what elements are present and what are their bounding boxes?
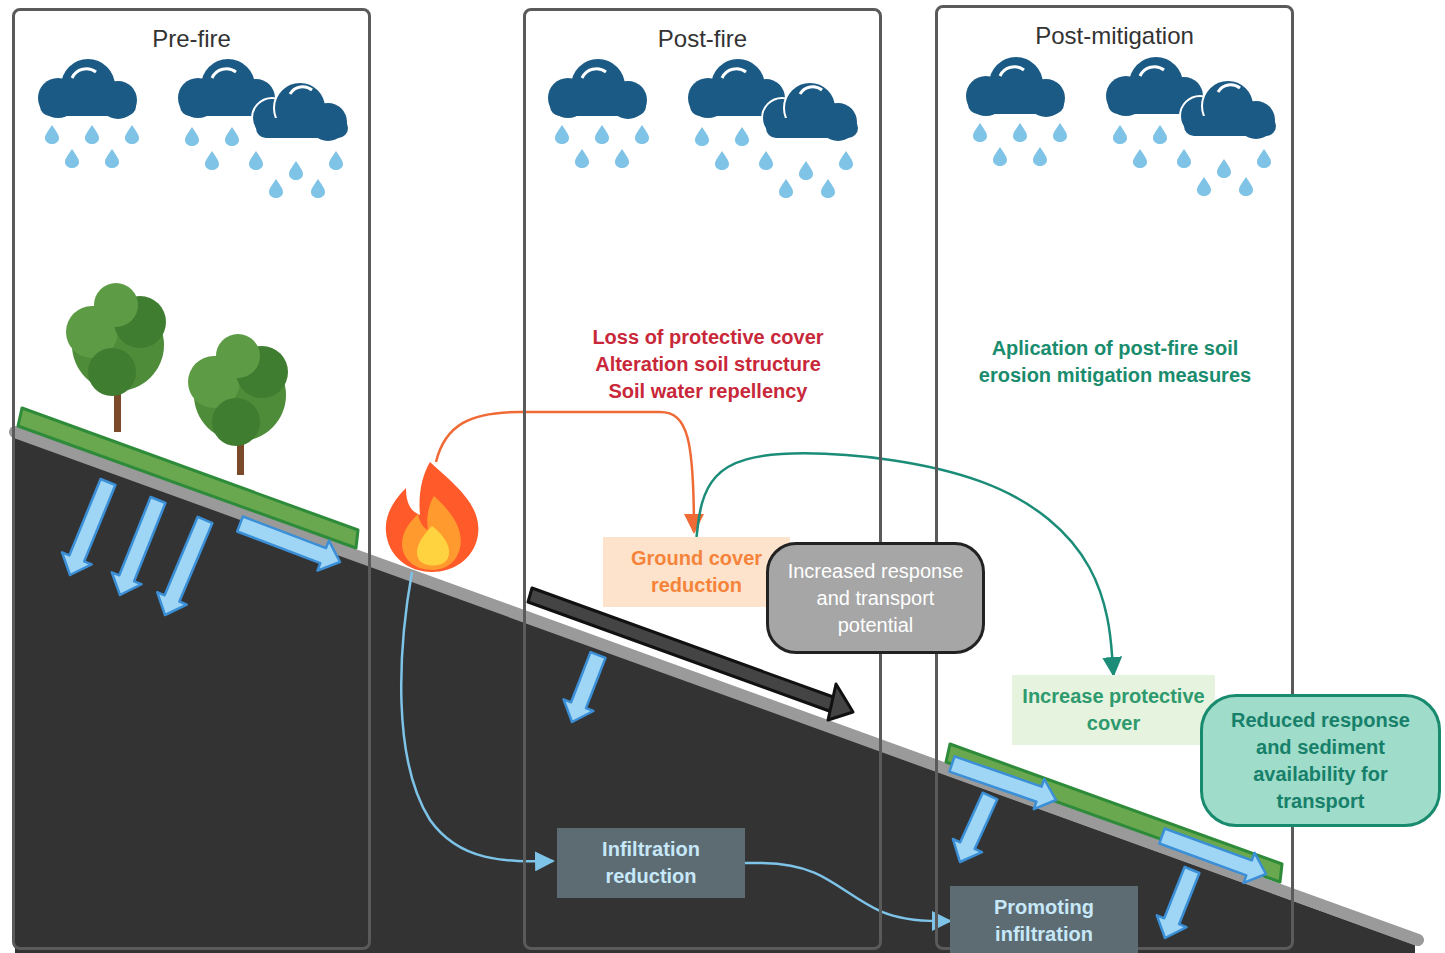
box-label: Promoting infiltration	[960, 894, 1128, 948]
water-arrow	[564, 652, 606, 722]
trees	[94, 283, 138, 327]
vegetation-strip	[18, 408, 358, 548]
clouds	[1106, 57, 1276, 196]
mitigation-note: Aplication of post-fire soil erosion mit…	[955, 335, 1275, 389]
clouds	[38, 59, 139, 168]
fire-icon	[402, 496, 461, 570]
effect-box: Ground cover reduction	[603, 537, 790, 607]
box-label: Increase protective cover	[1022, 683, 1205, 737]
water-arrow	[237, 517, 340, 571]
panel-heading: Pre-fire	[15, 25, 368, 53]
box-label: Reduced response and sediment availabili…	[1213, 707, 1428, 815]
clouds	[178, 59, 348, 198]
water-arrow	[157, 517, 212, 615]
panel-heading: Post-fire	[526, 25, 879, 53]
fire-icon	[386, 462, 479, 572]
ash-layer	[828, 684, 853, 720]
process-curves	[436, 412, 694, 532]
hillside	[15, 432, 1418, 940]
water-arrow	[953, 793, 997, 862]
clouds	[548, 59, 649, 168]
scene-panel: Pre-fire	[12, 8, 371, 950]
box-label: Infiltration reduction	[567, 836, 735, 890]
water-arrow	[1157, 867, 1200, 938]
water-arrow	[112, 497, 166, 595]
box-label: Increased response and transport potenti…	[779, 558, 972, 639]
trees	[88, 348, 136, 396]
hillside	[15, 432, 1418, 953]
box-label: Ground cover reduction	[613, 545, 780, 599]
vegetation-strip	[18, 408, 1282, 882]
effect-box: Increase protective cover	[1012, 675, 1215, 745]
scene-panel: Post-fireGround cover reductionInfiltrat…	[523, 8, 882, 950]
connector	[745, 863, 950, 921]
trees	[216, 334, 260, 378]
water-arrow	[62, 479, 115, 575]
outcome-box: Reduced response and sediment availabili…	[1200, 694, 1441, 827]
process-curves	[401, 572, 553, 861]
panel-heading: Post-mitigation	[938, 22, 1291, 50]
fire-icon	[386, 462, 479, 572]
water-arrow	[1159, 829, 1266, 883]
fire-icon	[417, 526, 449, 566]
water-flow-arrows	[62, 479, 1266, 938]
clouds	[688, 59, 858, 198]
trees	[212, 398, 260, 446]
clouds	[38, 57, 1276, 198]
effect-note: Alteration soil structure	[538, 351, 878, 378]
outcome-box: Increased response and transport potenti…	[766, 542, 985, 654]
water-arrow	[949, 756, 1056, 809]
effect-box: Infiltration reduction	[557, 828, 745, 898]
clouds	[966, 57, 1067, 166]
process-curves	[401, 412, 694, 861]
effect-note: Soil water repellency	[538, 378, 878, 405]
effect-note: Loss of protective cover	[538, 324, 878, 351]
effect-box: Promoting infiltration	[950, 886, 1138, 953]
